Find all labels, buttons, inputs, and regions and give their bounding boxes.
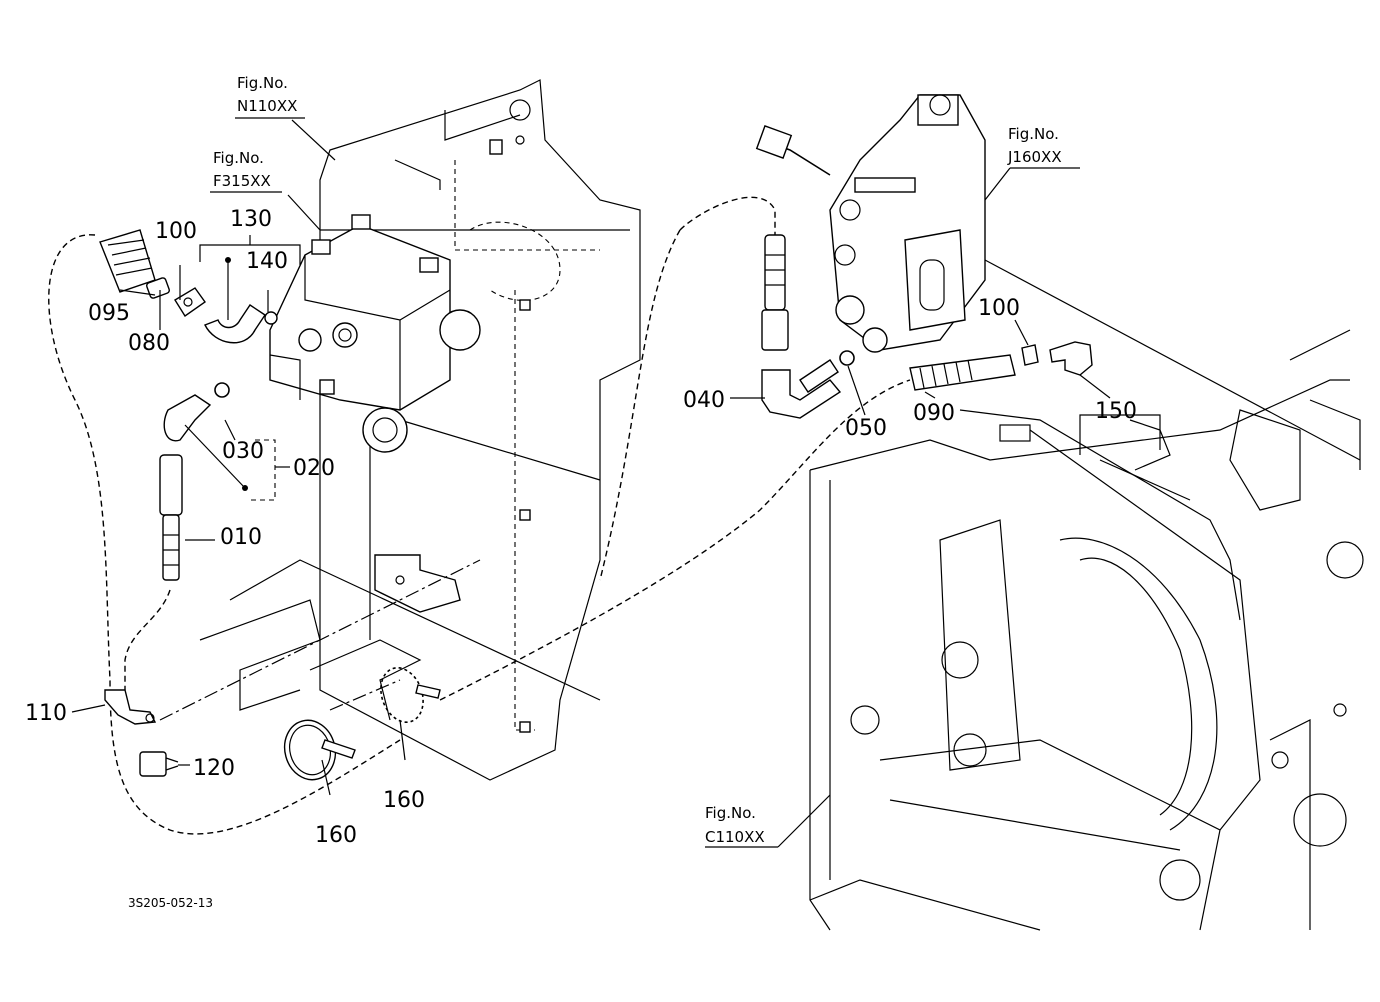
part-label-090: 090 bbox=[913, 401, 955, 426]
figref-j160-line2: J160XX bbox=[1007, 148, 1062, 166]
part-label-160b: 160 bbox=[383, 788, 425, 813]
part-160a-band bbox=[283, 719, 356, 781]
part-095-hose-guard bbox=[99, 229, 156, 293]
part-label-020: 020 bbox=[293, 456, 335, 481]
part-label-150: 150 bbox=[1095, 399, 1137, 424]
part-090-hose-guard bbox=[909, 354, 1016, 391]
part-label-080: 080 bbox=[128, 331, 170, 356]
control-valve-drawing bbox=[755, 94, 1361, 461]
part-160b-band bbox=[380, 667, 441, 723]
figref-c110-line1: Fig.No. bbox=[705, 804, 756, 822]
part-040-hose-fitting bbox=[761, 234, 842, 419]
leader-lines bbox=[71, 117, 1161, 848]
part-label-100b: 100 bbox=[978, 296, 1020, 321]
part-label-010: 010 bbox=[220, 525, 262, 550]
part-150-elbow bbox=[1049, 341, 1093, 376]
part-050-oring bbox=[839, 350, 855, 366]
figref-f315-line1: Fig.No. bbox=[213, 149, 264, 167]
part-label-030: 030 bbox=[222, 439, 264, 464]
part-label-160a: 160 bbox=[315, 823, 357, 848]
part-label-130: 130 bbox=[230, 207, 272, 232]
mounting-plate-drawing bbox=[199, 79, 641, 781]
part-100a-clamp bbox=[174, 287, 206, 317]
part-080-fitting bbox=[146, 277, 170, 299]
part-130-elbow bbox=[204, 304, 278, 344]
part-110-bracket bbox=[104, 689, 157, 725]
transmission-case-drawing bbox=[809, 329, 1364, 931]
hose-routing bbox=[48, 196, 911, 835]
part-label-040: 040 bbox=[683, 388, 725, 413]
part-label-100a: 100 bbox=[155, 219, 197, 244]
part-label-110: 110 bbox=[25, 701, 67, 726]
part-120-bolt bbox=[139, 751, 179, 777]
part-label-095: 095 bbox=[88, 301, 130, 326]
part-100b-clamp bbox=[1021, 344, 1039, 366]
figref-f315-line2: F315XX bbox=[213, 172, 271, 190]
figref-n110-line2: N110XX bbox=[237, 97, 297, 115]
part-label-120: 120 bbox=[193, 756, 235, 781]
part-010-hose-fitting bbox=[159, 394, 212, 581]
part-030-oring bbox=[214, 382, 230, 398]
part-label-140: 140 bbox=[246, 249, 288, 274]
figref-j160-line1: Fig.No. bbox=[1008, 125, 1059, 143]
drawing-code: 3S205-052-13 bbox=[128, 896, 213, 910]
figref-n110-line1: Fig.No. bbox=[237, 74, 288, 92]
part-label-050: 050 bbox=[845, 416, 887, 441]
figref-c110-line2: C110XX bbox=[705, 828, 765, 846]
valve-block-drawing bbox=[269, 214, 481, 453]
